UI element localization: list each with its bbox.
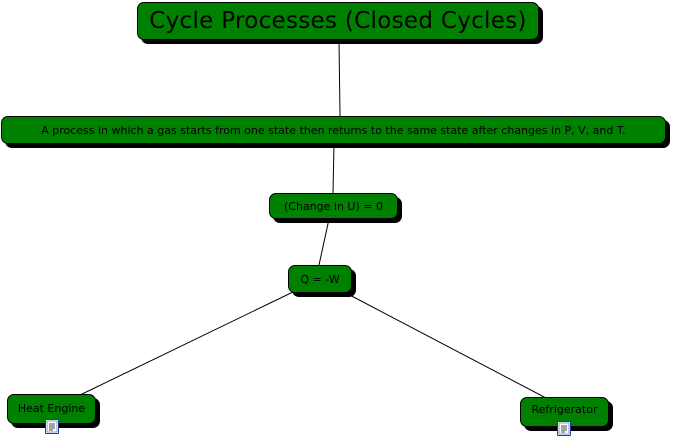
title-node[interactable]: Cycle Processes (Closed Cycles) — [137, 2, 539, 40]
internal-energy-label: (Change in U) = 0 — [284, 199, 383, 213]
document-icon[interactable] — [557, 421, 571, 436]
link-definition-internal-energy — [332, 143, 335, 194]
internal-energy-node[interactable]: (Change in U) = 0 — [269, 193, 398, 219]
heat-work-label: Q = -W — [300, 272, 340, 286]
link-title-definition — [338, 39, 341, 117]
link-heat-work-refrigerator — [343, 291, 547, 399]
link-internal-energy-heat-work — [318, 218, 330, 266]
definition-label: A process in which a gas starts from one… — [41, 123, 626, 137]
heat-engine-label: Heat Engine — [17, 402, 86, 415]
link-heat-work-heat-engine — [77, 291, 294, 397]
document-icon[interactable] — [45, 419, 59, 434]
refrigerator-label: Refrigerator — [531, 403, 598, 416]
heat-work-node[interactable]: Q = -W — [288, 265, 352, 293]
title-label: Cycle Processes (Closed Cycles) — [149, 8, 527, 34]
definition-node[interactable]: A process in which a gas starts from one… — [1, 116, 666, 144]
